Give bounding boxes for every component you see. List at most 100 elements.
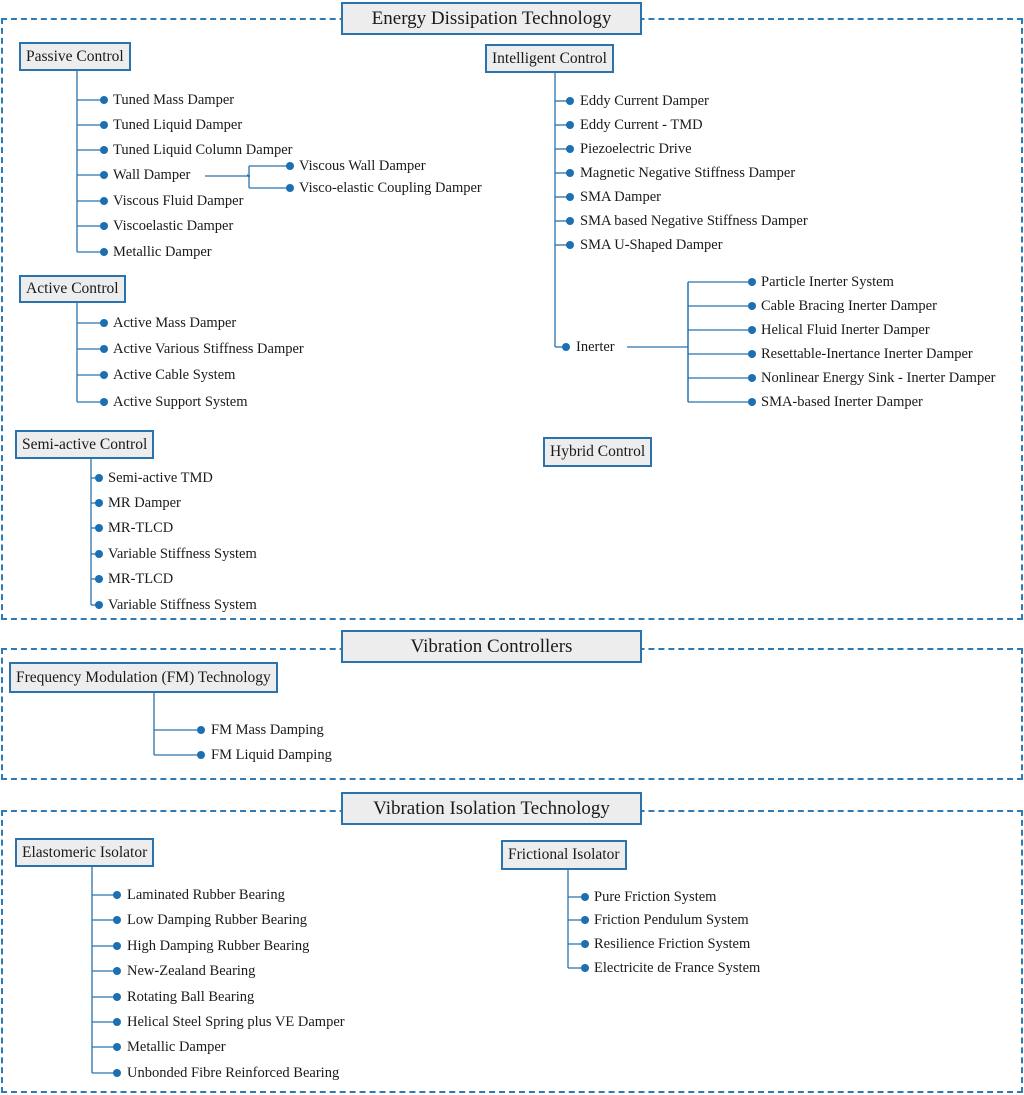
bullet-dot	[562, 343, 570, 351]
vibration-section-title: Vibration Controllers	[341, 630, 642, 663]
bullet-dot	[100, 248, 108, 256]
elastomeric-item: High Damping Rubber Bearing	[127, 938, 310, 954]
elastomeric-isolator-box: Elastomeric Isolator	[15, 838, 155, 867]
bullet-dot	[95, 575, 103, 583]
passive-item: Metallic Damper	[113, 244, 212, 260]
intelligent-item: Piezoelectric Drive	[580, 141, 692, 157]
inerter-item: Particle Inerter System	[761, 274, 894, 290]
passive-item: Wall Damper	[113, 167, 191, 183]
bullet-dot	[748, 278, 756, 286]
bullet-dot	[197, 751, 205, 759]
intelligent-item: Eddy Current Damper	[580, 93, 709, 109]
bullet-dot	[581, 940, 589, 948]
fm-technology-box: Frequency Modulation (FM) Technology	[9, 662, 278, 693]
bullet-dot	[566, 193, 574, 201]
elastomeric-item: Helical Steel Spring plus VE Damper	[127, 1014, 345, 1030]
bullet-dot	[113, 891, 121, 899]
active-item: Active Cable System	[113, 367, 236, 383]
bullet-dot	[566, 217, 574, 225]
bullet-dot	[100, 398, 108, 406]
active-item: Active Mass Damper	[113, 315, 237, 331]
passive-control-box: Passive Control	[19, 42, 131, 71]
elastomeric-item: New-Zealand Bearing	[127, 963, 256, 979]
bullet-dot	[113, 993, 121, 1001]
bullet-dot	[748, 350, 756, 358]
semiactive-item: Variable Stiffness System	[108, 546, 257, 562]
bullet-dot	[95, 550, 103, 558]
bullet-dot	[100, 121, 108, 129]
bullet-dot	[748, 326, 756, 334]
inerter-item: Helical Fluid Inerter Damper	[761, 322, 930, 338]
active-item: Active Support System	[113, 394, 248, 410]
inerter-item: Nonlinear Energy Sink - Inerter Damper	[761, 370, 996, 386]
bullet-dot	[566, 121, 574, 129]
bullet-dot	[113, 1018, 121, 1026]
intelligent-item: SMA U-Shaped Damper	[580, 237, 723, 253]
bullet-dot	[95, 499, 103, 507]
bullet-dot	[748, 374, 756, 382]
passive-item: Tuned Mass Damper	[113, 92, 235, 108]
bullet-dot	[113, 967, 121, 975]
hybrid-control-box: Hybrid Control	[543, 437, 653, 467]
bullet-dot	[100, 319, 108, 327]
elastomeric-item: Low Damping Rubber Bearing	[127, 912, 308, 928]
bullet-dot	[566, 97, 574, 105]
bullet-dot	[100, 96, 108, 104]
elastomeric-item: Laminated Rubber Bearing	[127, 887, 285, 903]
active-control-box: Active Control	[19, 275, 126, 303]
intelligent-item: Magnetic Negative Stiffness Damper	[580, 165, 796, 181]
semiactive-item: MR-TLCD	[108, 571, 174, 587]
bullet-dot	[566, 241, 574, 249]
bullet-dot	[113, 942, 121, 950]
inerter-item: SMA-based Inerter Damper	[761, 394, 923, 410]
inerter-item: Resettable-Inertance Inerter Damper	[761, 346, 973, 362]
bullet-dot	[95, 524, 103, 532]
passive-item: Tuned Liquid Damper	[113, 117, 243, 133]
intelligent-item: Eddy Current - TMD	[580, 117, 703, 133]
fm-item: FM Liquid Damping	[211, 747, 332, 763]
isolation-section-title: Vibration Isolation Technology	[341, 792, 642, 825]
passive-item: Viscous Fluid Damper	[113, 193, 244, 209]
passive-item: Viscoelastic Damper	[113, 218, 234, 234]
bullet-dot	[197, 726, 205, 734]
bullet-dot	[581, 964, 589, 972]
bullet-dot	[100, 171, 108, 179]
bullet-dot	[100, 197, 108, 205]
wall-sub-item: Visco-elastic Coupling Damper	[299, 180, 482, 196]
bullet-dot	[748, 398, 756, 406]
intelligent-control-box: Intelligent Control	[485, 44, 614, 73]
bullet-dot	[566, 169, 574, 177]
semiactive-item: MR Damper	[108, 495, 181, 511]
bullet-dot	[95, 474, 103, 482]
bullet-dot	[581, 893, 589, 901]
fm-item: FM Mass Damping	[211, 722, 324, 738]
semiactive-control-box: Semi-active Control	[15, 430, 155, 459]
wall-sub-item: Viscous Wall Damper	[299, 158, 426, 174]
bullet-dot	[100, 146, 108, 154]
bullet-dot	[113, 1043, 121, 1051]
intelligent-item: SMA based Negative Stiffness Damper	[580, 213, 808, 229]
frictional-item: Pure Friction System	[594, 889, 717, 905]
semiactive-item: MR-TLCD	[108, 520, 174, 536]
bullet-dot	[286, 184, 294, 192]
bullet-dot	[100, 345, 108, 353]
bullet-dot	[100, 222, 108, 230]
bullet-dot	[113, 1069, 121, 1077]
inerter-item: Inerter	[576, 339, 615, 355]
frictional-item: Electricite de France System	[594, 960, 761, 976]
semiactive-item: Semi-active TMD	[108, 470, 213, 486]
bullet-dot	[113, 916, 121, 924]
bullet-dot	[100, 371, 108, 379]
frictional-item: Resilience Friction System	[594, 936, 751, 952]
active-item: Active Various Stiffness Damper	[113, 341, 304, 357]
passive-item: Tuned Liquid Column Damper	[113, 142, 293, 158]
inerter-item: Cable Bracing Inerter Damper	[761, 298, 937, 314]
bullet-dot	[95, 601, 103, 609]
elastomeric-item: Unbonded Fibre Reinforced Bearing	[127, 1065, 340, 1081]
bullet-dot	[581, 916, 589, 924]
elastomeric-item: Metallic Damper	[127, 1039, 226, 1055]
bullet-dot	[566, 145, 574, 153]
bullet-dot	[748, 302, 756, 310]
frictional-item: Friction Pendulum System	[594, 912, 749, 928]
